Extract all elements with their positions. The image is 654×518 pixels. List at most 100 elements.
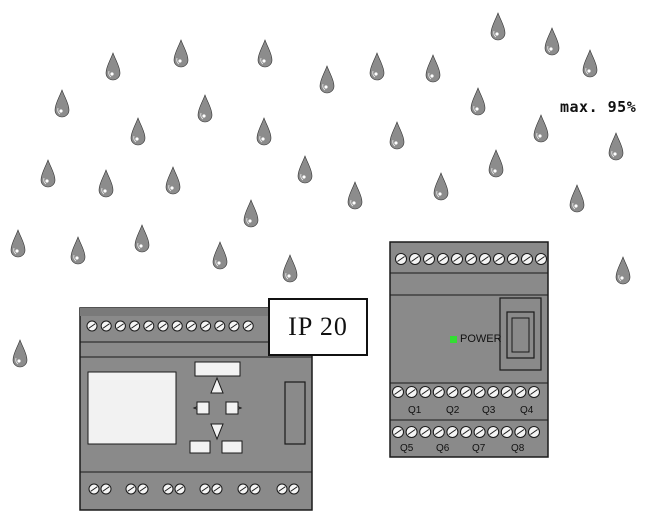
water-drop-icon [166,167,180,194]
water-drop-icon [534,115,548,142]
water-drop-icon [71,237,85,264]
water-drop-icon [99,170,113,197]
screw-terminal [461,387,472,398]
screw-terminal [488,387,499,398]
screw-terminal [229,321,239,331]
screw-terminal [461,427,472,438]
terminal-label: Q7 [472,443,486,454]
water-drop-icon [320,66,334,93]
screw-terminal [201,321,211,331]
water-drop-icon [244,200,258,227]
module-slot [285,382,305,444]
screw-terminal [508,254,519,265]
expansion-slot-inner [507,312,534,358]
screw-terminal [89,484,99,494]
screw-terminal [250,484,260,494]
screw-terminal [480,254,491,265]
screw-terminal [420,387,431,398]
terminal-label: Q5 [400,443,414,454]
screw-terminal [158,321,168,331]
water-drop-icon [55,90,69,117]
water-drop-icon [545,28,559,55]
function-key-left [190,441,210,453]
water-drop-icon [257,118,271,145]
screw-terminal [536,254,547,265]
water-drop-icon [198,95,212,122]
screw-terminal [438,254,449,265]
expansion-top-terminals [396,254,547,265]
terminal-label: Q2 [446,405,460,416]
screw-terminal [433,427,444,438]
water-drop-icon [570,185,584,212]
screw-terminal [144,321,154,331]
water-drop-icon [41,160,55,187]
water-drop-icon [489,150,503,177]
screw-terminal [501,387,512,398]
water-drop-icon [174,40,188,67]
screw-terminal [494,254,505,265]
water-drop-icon [390,122,404,149]
water-drop-icon [348,182,362,209]
screw-terminal [447,387,458,398]
screw-terminal [447,427,458,438]
water-drop-icon [298,156,312,183]
water-drop-icon [616,257,630,284]
ip-rating-box: IP 20 [268,298,368,356]
screw-terminal [101,484,111,494]
screw-terminal [433,387,444,398]
water-drop-icon [11,230,25,257]
screw-terminal [393,387,404,398]
screw-terminal [406,387,417,398]
water-drop-icon [434,173,448,200]
water-drop-icon [609,133,623,160]
expansion-output-terminals [393,387,540,398]
screw-terminal [501,427,512,438]
screw-terminal [474,427,485,438]
screw-terminal [406,427,417,438]
screw-terminal [126,484,136,494]
water-drop-icon [471,88,485,115]
screw-terminal [424,254,435,265]
terminal-label: Q4 [520,405,534,416]
screw-terminal [238,484,248,494]
esc-key [195,362,240,376]
screw-terminal [130,321,140,331]
water-drop-icon [370,53,384,80]
screw-terminal [243,321,253,331]
function-key-right [222,441,242,453]
screw-terminal [452,254,463,265]
screw-terminal [396,254,407,265]
screw-terminal [115,321,125,331]
water-drop-icon [106,53,120,80]
screw-terminal [529,427,540,438]
water-drop-icon [131,118,145,145]
screw-terminal [172,321,182,331]
screw-terminal [515,427,526,438]
water-drop-icon [283,255,297,282]
screw-terminal [101,321,111,331]
screw-terminal [393,427,404,438]
water-drop-icon [258,40,272,67]
screw-terminal [488,427,499,438]
water-drop-icon [135,225,149,252]
screw-terminal [420,427,431,438]
water-drop-icon [213,242,227,269]
expansion-input-terminals [393,427,540,438]
screw-terminal [466,254,477,265]
screw-terminal [163,484,173,494]
screw-terminal [215,321,225,331]
screw-terminal [200,484,210,494]
screw-terminal [138,484,148,494]
screw-terminal [175,484,185,494]
water-drop-icon [426,55,440,82]
water-drop-icon [13,340,27,367]
terminal-label: Q6 [436,443,450,454]
water-drop-icon [583,50,597,77]
terminal-label: Q3 [482,405,496,416]
screw-terminal [474,387,485,398]
ip-rating-label: IP 20 [288,312,348,342]
screw-terminal [522,254,533,265]
